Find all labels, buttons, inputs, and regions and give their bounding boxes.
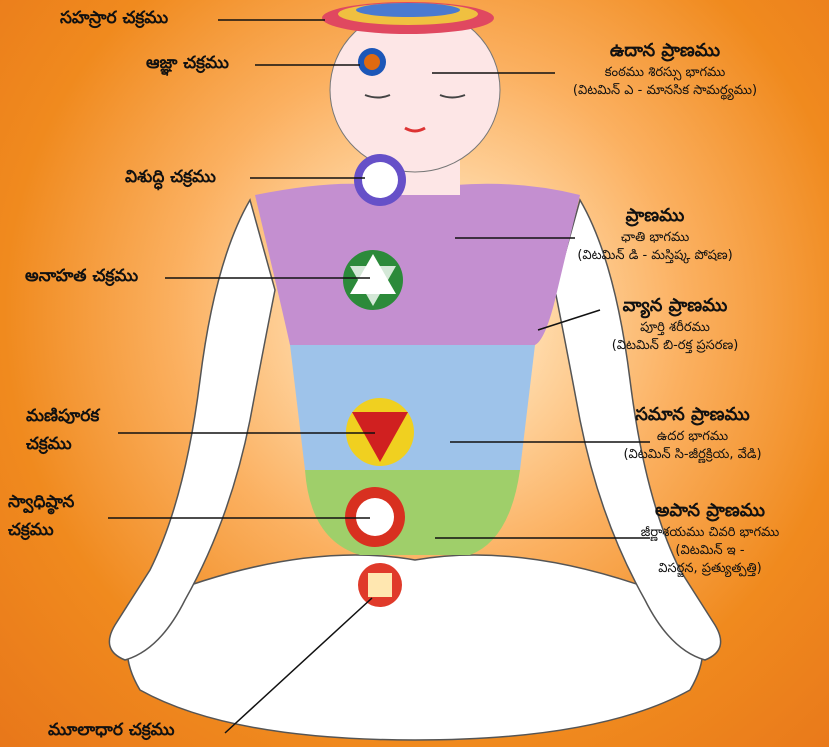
vyana-title: వ్యాన ప్రాణము (535, 295, 815, 320)
samana-title: సమాన ప్రాణము (560, 404, 825, 429)
belly-region (290, 345, 535, 470)
samana-line1: ఉదర భాగము (560, 429, 825, 447)
manipuraka-label-line2: చక్రము (26, 434, 72, 458)
apana-block: అపాన ప్రాణము జీర్ణాశయము చివరి భాగము (విట… (600, 500, 820, 579)
samana-block: సమాన ప్రాణము ఉదర భాగము (విటమిన్ సి-జీర్ణ… (560, 404, 825, 465)
vyana-line2: (విటమిన్ బి-రక్త ప్రసరణ) (535, 338, 815, 356)
sahasrara-label: సహస్రార చక్రము (60, 8, 168, 32)
manipuraka-label-line1: మణిపూరక (26, 406, 99, 430)
apana-line3: విసర్జన, ప్రత్యుత్పత్తి) (600, 561, 820, 579)
prana-title: ప్రాణము (505, 205, 805, 230)
prana-line2: (విటమిన్ డి - మస్తిష్క పోషణ) (505, 248, 805, 266)
pelvis-region (305, 470, 520, 555)
prana-block: ప్రాణము ఛాతి భాగము (విటమిన్ డి - మస్తిష్… (505, 205, 805, 266)
svadhishthana-label-line2: చక్రము (8, 520, 54, 544)
apana-line1: జీర్ణాశయము చివరి భాగము (600, 525, 820, 543)
udana-line1: కంఠము శిరస్సు భాగము (515, 65, 815, 83)
vyana-line1: పూర్తి శరీరము (535, 320, 815, 338)
udana-line2: (విటమిన్ ఎ - మానసిక సామర్థ్యము) (515, 83, 815, 101)
samana-line2: (విటమిన్ సి-జీర్ణక్రియ, వేడి) (560, 447, 825, 465)
apana-title: అపాన ప్రాణము (600, 500, 820, 525)
anahata-label: అనాహత చక్రము (25, 266, 138, 290)
muladhara-label: మూలాధార చక్రము (48, 720, 174, 744)
vyana-block: వ్యాన ప్రాణము పూర్తి శరీరము (విటమిన్ బి-… (535, 295, 815, 356)
crossed-legs (127, 555, 703, 740)
prana-line1: ఛాతి భాగము (505, 230, 805, 248)
svadhishthana-label-line1: స్వాధిష్ఠాన (8, 492, 74, 516)
apana-line2: (విటమిన్ ఇ - (600, 543, 820, 561)
ajna-label: ఆజ్ఞా చక్రము (146, 53, 229, 77)
udana-block: ఉదాన ప్రాణము కంఠము శిరస్సు భాగము (విటమిన… (515, 40, 815, 101)
vishuddhi-label: విశుద్ధి చక్రము (125, 167, 216, 191)
udana-title: ఉదాన ప్రాణము (515, 40, 815, 65)
